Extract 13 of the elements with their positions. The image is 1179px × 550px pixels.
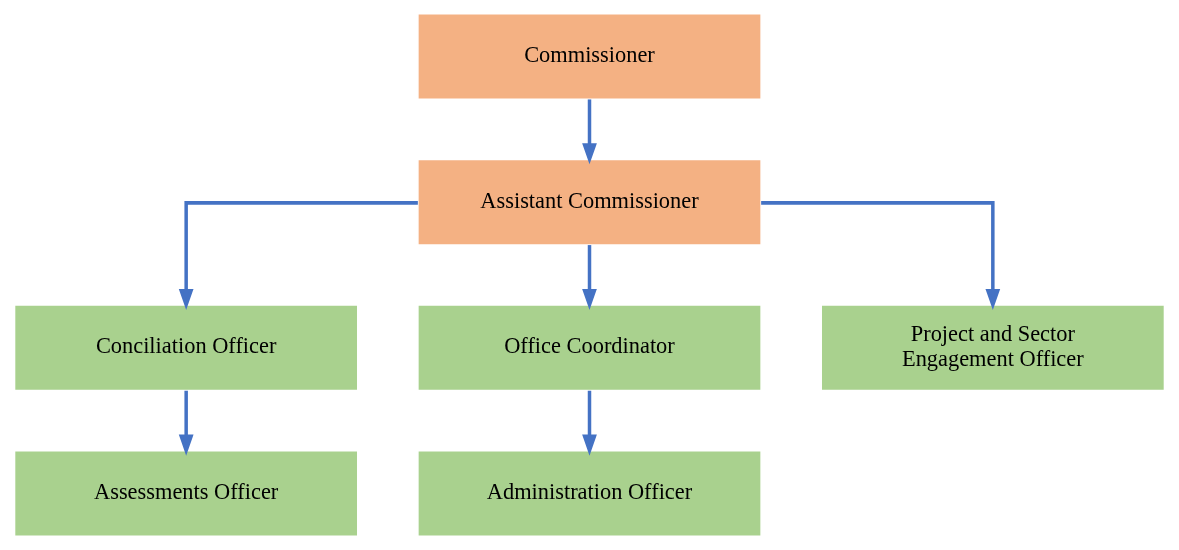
node-box: Assessments Officer [13, 450, 359, 537]
arrow [582, 390, 597, 456]
node-box: Commissioner [417, 13, 762, 100]
arrow [582, 245, 597, 311]
arrow [178, 390, 194, 456]
node-box: Project and Sector Engagement Officer [820, 304, 1166, 392]
node-box: Office Coordinator [417, 304, 762, 392]
arrow [761, 201, 1001, 311]
node-box: Assistant Commissioner [417, 158, 762, 246]
node-box: Conciliation Officer [13, 304, 359, 392]
node-box: Administration Officer [417, 450, 762, 537]
arrow [582, 99, 597, 165]
arrow [178, 201, 418, 311]
